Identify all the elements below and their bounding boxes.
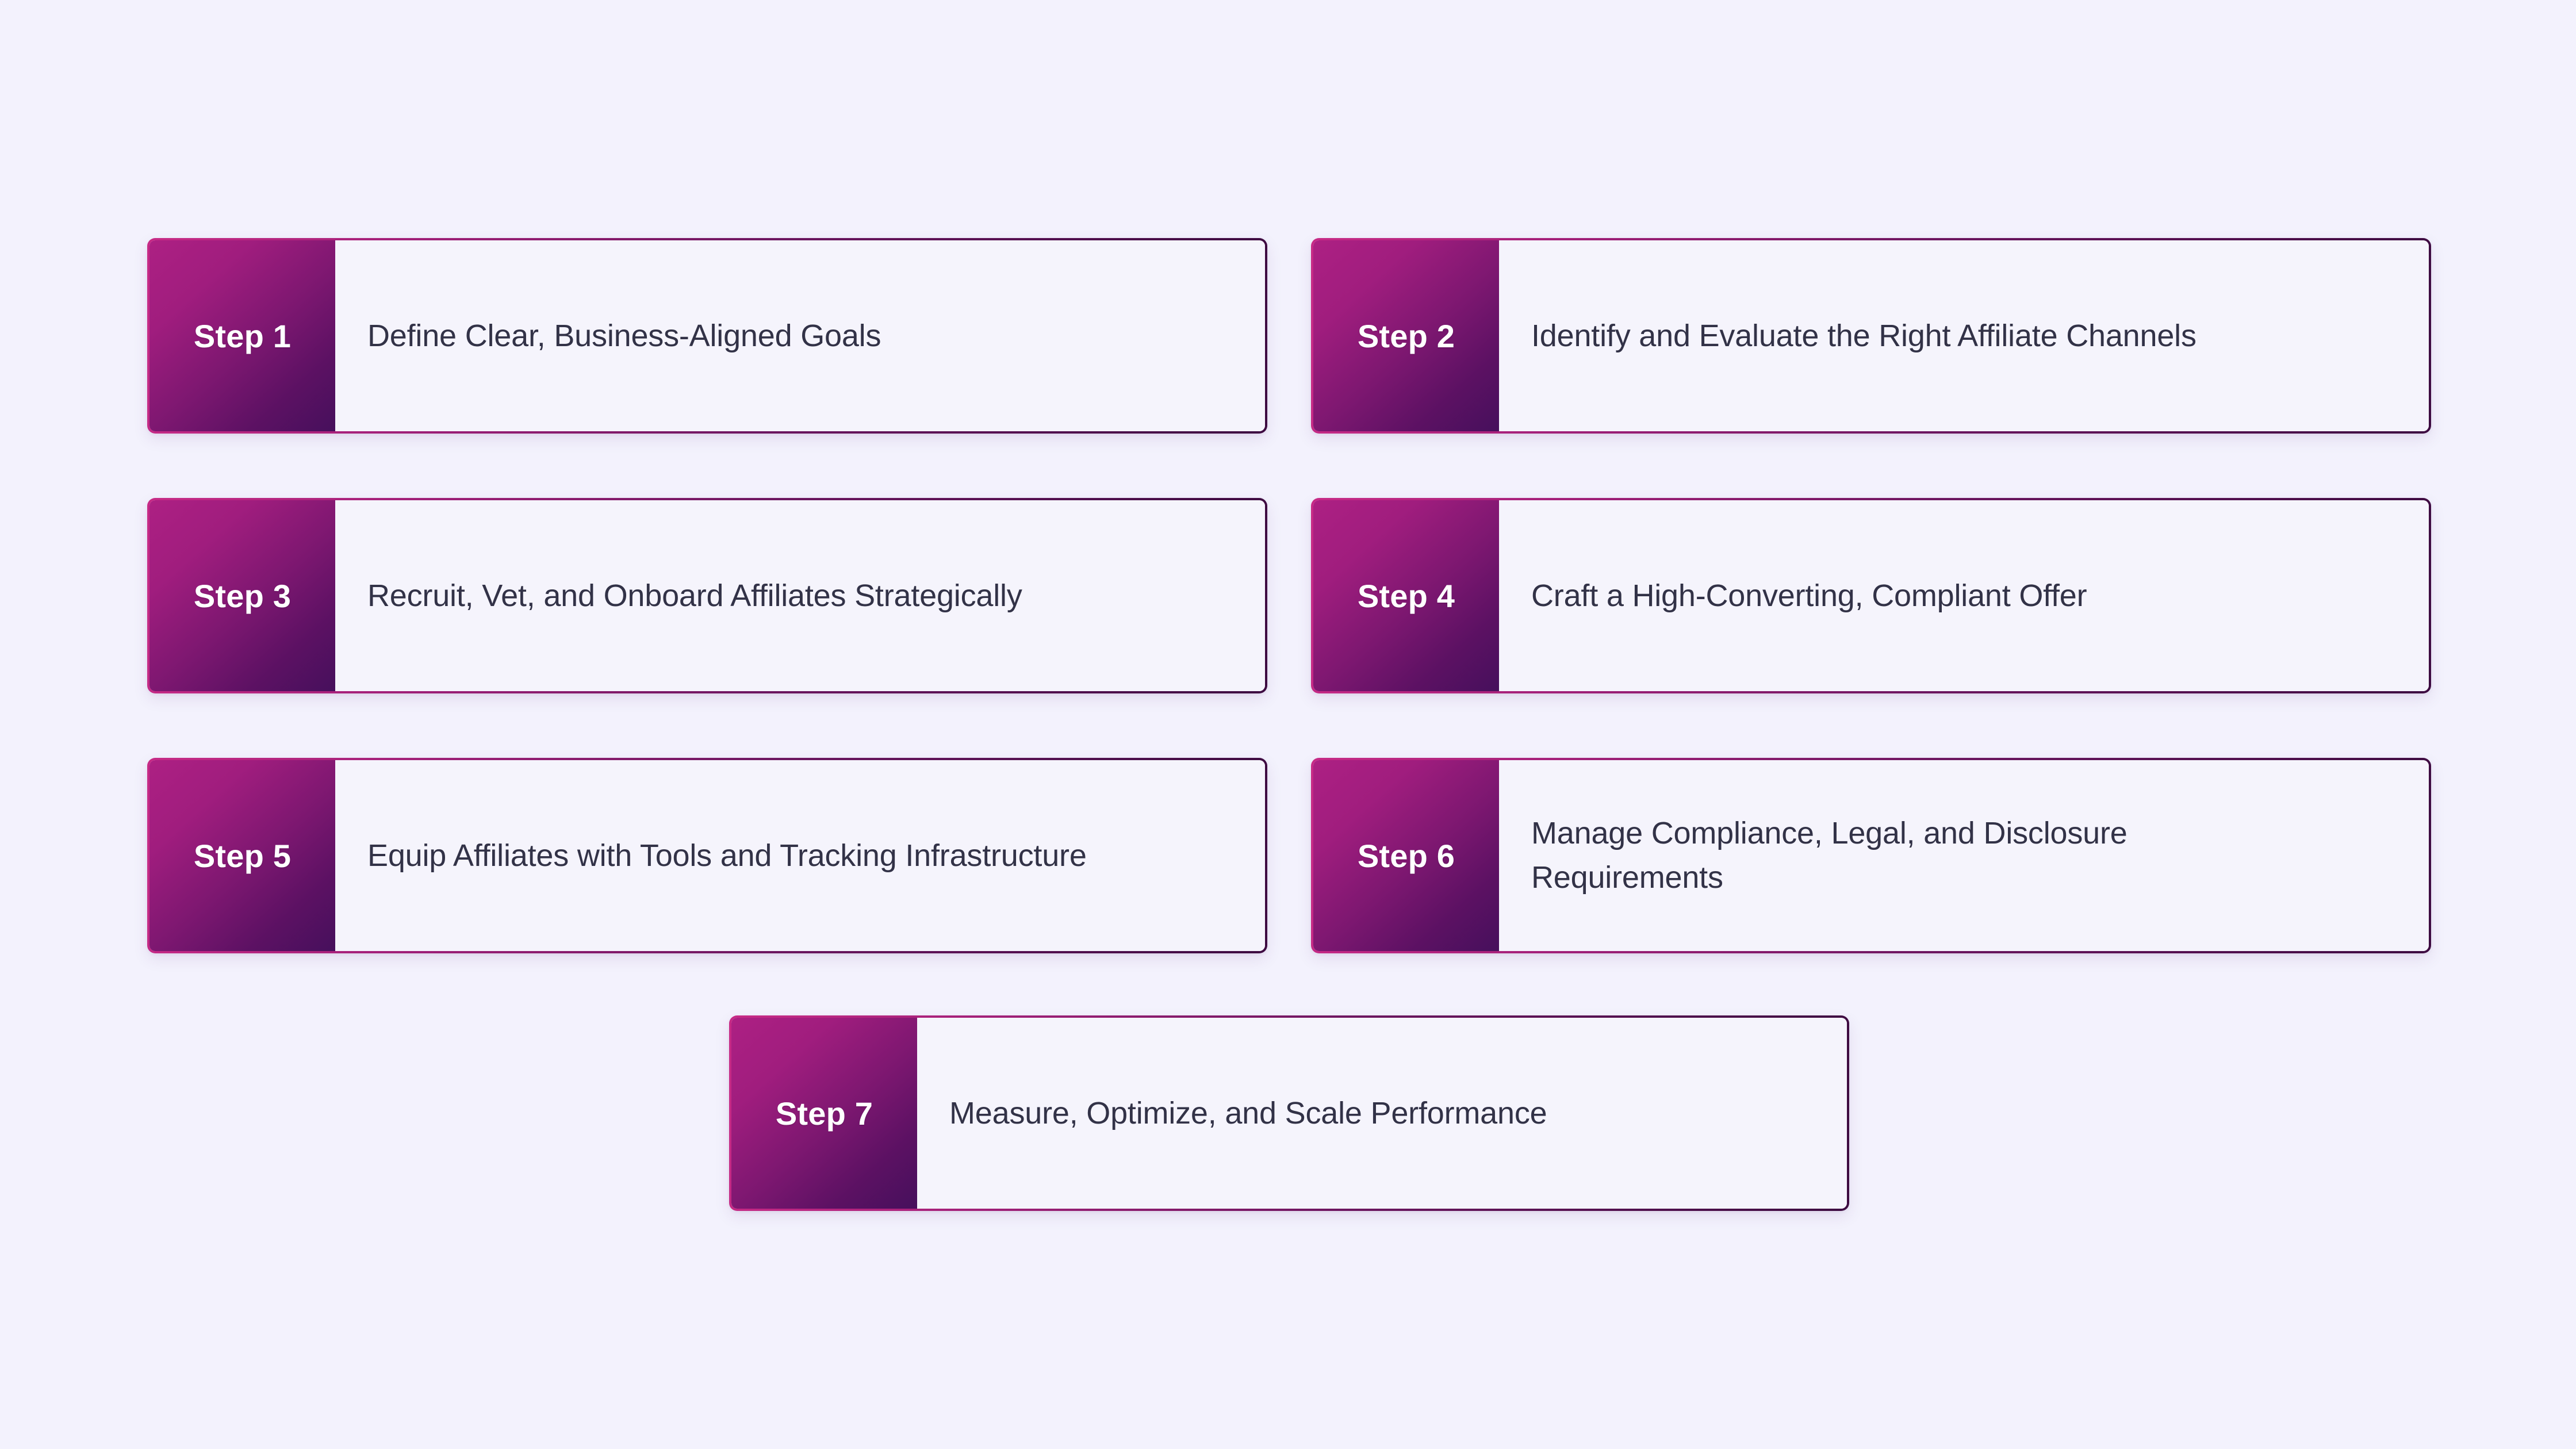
step-title-7: Measure, Optimize, and Scale Performance <box>949 1095 1547 1130</box>
step-badge-4: Step 4 <box>1313 500 1499 691</box>
step-body-1: Define Clear, Business-Aligned Goals <box>335 240 1265 431</box>
step-badge-6: Step 6 <box>1313 760 1499 951</box>
step-title-1: Define Clear, Business-Aligned Goals <box>367 318 881 353</box>
step-body-3: Recruit, Vet, and Onboard Affiliates Str… <box>335 500 1265 691</box>
step-body-4: Craft a High-Converting, Compliant Offer <box>1499 500 2429 691</box>
step-title-6: Manage Compliance, Legal, and Disclosure… <box>1531 816 2128 895</box>
step-card-1[interactable]: Step 1 Define Clear, Business-Aligned Go… <box>147 238 1267 434</box>
step-card-5[interactable]: Step 5 Equip Affiliates with Tools and T… <box>147 758 1267 953</box>
step-card-2[interactable]: Step 2 Identify and Evaluate the Right A… <box>1311 238 2431 434</box>
step-body-6: Manage Compliance, Legal, and Disclosure… <box>1499 760 2429 951</box>
step-body-2: Identify and Evaluate the Right Affiliat… <box>1499 240 2429 431</box>
step-title-3: Recruit, Vet, and Onboard Affiliates Str… <box>367 578 1022 613</box>
step-title-4: Craft a High-Converting, Compliant Offer <box>1531 578 2087 613</box>
step-title-2: Identify and Evaluate the Right Affiliat… <box>1531 318 2196 353</box>
step-card-7[interactable]: Step 7 Measure, Optimize, and Scale Perf… <box>729 1015 1849 1211</box>
step-body-7: Measure, Optimize, and Scale Performance <box>917 1018 1847 1209</box>
step-body-5: Equip Affiliates with Tools and Tracking… <box>335 760 1265 951</box>
step-badge-7: Step 7 <box>731 1018 917 1209</box>
step-card-4[interactable]: Step 4 Craft a High-Converting, Complian… <box>1311 498 2431 693</box>
step-badge-3: Step 3 <box>150 500 335 691</box>
step-card-6[interactable]: Step 6 Manage Compliance, Legal, and Dis… <box>1311 758 2431 953</box>
step-title-5: Equip Affiliates with Tools and Tracking… <box>367 838 1087 873</box>
step-badge-5: Step 5 <box>150 760 335 951</box>
step-badge-2: Step 2 <box>1313 240 1499 431</box>
step-card-3[interactable]: Step 3 Recruit, Vet, and Onboard Affilia… <box>147 498 1267 693</box>
step-badge-1: Step 1 <box>150 240 335 431</box>
